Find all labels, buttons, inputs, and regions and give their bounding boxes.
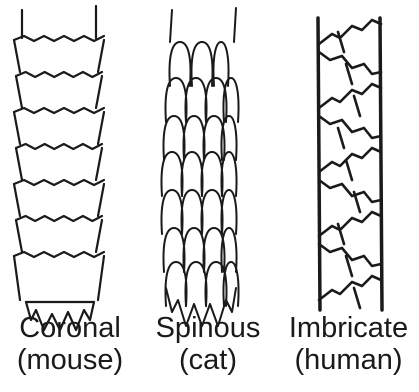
imbricate-scale-margin — [319, 116, 381, 138]
coronal-scale-side — [14, 184, 20, 216]
spinous-scale — [191, 42, 212, 86]
coronal-scale-side — [16, 76, 22, 108]
coronal-scale-edge — [14, 36, 104, 41]
coronal-scale-side — [98, 40, 104, 72]
imbricate-scale-margin — [319, 212, 381, 236]
pattern-example-spinous: (cat) — [138, 344, 278, 376]
coronal-scale-side — [14, 256, 20, 300]
spinous-scale — [185, 262, 206, 306]
coronal-scale-edge — [16, 72, 102, 77]
coronal-scale-side — [96, 220, 102, 252]
coronal-scale-side — [96, 148, 102, 180]
coronal-scale-edge — [16, 144, 102, 149]
coronal-scale-edge — [14, 252, 104, 257]
coronal-scale-side — [98, 112, 104, 144]
imbricate-scale-detail — [346, 160, 352, 180]
coronal-scale-side — [16, 148, 22, 180]
imbricate-scale-detail — [354, 288, 360, 308]
caption-imbricate: Imbricate (human) — [278, 312, 419, 376]
imbricate-scale-detail — [338, 128, 344, 148]
coronal-scale-side — [14, 112, 20, 144]
coronal-scale-edge — [14, 180, 104, 185]
pattern-example-coronal: (mouse) — [0, 344, 140, 376]
imbricate-scale-margin — [319, 276, 381, 300]
caption-coronal: Coronal (mouse) — [0, 312, 140, 376]
imbricate-scale-margin — [319, 244, 381, 266]
coronal-scale-side — [14, 40, 20, 72]
imbricate-scale-margin — [319, 52, 381, 74]
pattern-name-coronal: Coronal — [0, 312, 140, 344]
pattern-name-imbricate: Imbricate — [278, 312, 419, 344]
imbricate-scale-margin — [319, 84, 381, 108]
pattern-example-imbricate: (human) — [278, 344, 419, 376]
coronal-scale-side — [96, 76, 102, 108]
imbricate-scale-detail — [354, 96, 360, 116]
coronal-scale-edge — [16, 216, 102, 221]
imbricate-scale-margin — [319, 180, 381, 202]
pattern-name-spinous: Spinous — [138, 312, 278, 344]
coronal-scale-side — [98, 184, 104, 216]
imbricate-scale-margin — [319, 148, 381, 172]
spinous-hair-illustration — [161, 8, 238, 326]
caption-spinous: Spinous (cat) — [138, 312, 278, 376]
coronal-scale-side — [98, 256, 104, 300]
coronal-hair-illustration — [14, 6, 104, 330]
imbricate-hair-illustration — [318, 18, 382, 310]
coronal-scale-edge — [14, 108, 104, 113]
coronal-scale-side — [16, 220, 22, 252]
imbricate-scale-margin — [319, 20, 381, 44]
